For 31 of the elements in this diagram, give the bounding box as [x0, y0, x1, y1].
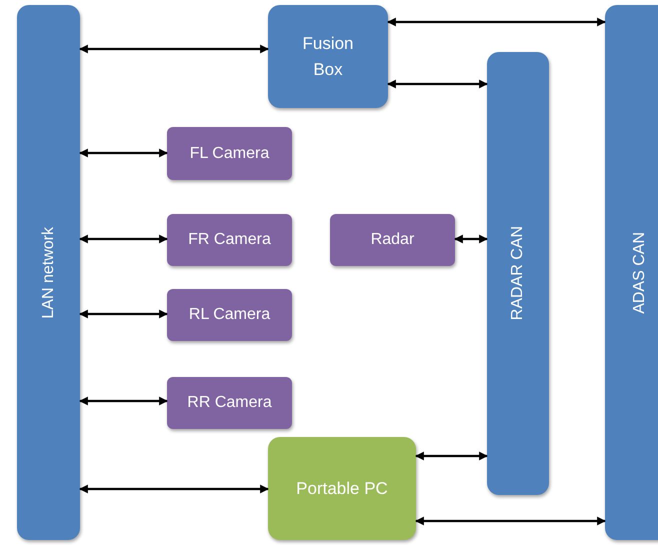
- bus-bar: [605, 5, 658, 540]
- double-arrow: [79, 396, 168, 406]
- double-arrow: [79, 484, 269, 494]
- box-label: RL Camera: [188, 305, 270, 325]
- bus-label: RADAR CAN: [508, 226, 527, 321]
- bus-label: ADAS CAN: [630, 232, 649, 314]
- double-arrow: [79, 310, 168, 318]
- box-label: Radar: [370, 230, 414, 250]
- double-arrow: [387, 80, 488, 88]
- process-box: [268, 437, 416, 540]
- bus-bar: [487, 52, 549, 495]
- double-arrow: [79, 44, 269, 54]
- double-arrow: [79, 148, 168, 158]
- device-box: [167, 377, 292, 429]
- box-label: Portable PC: [296, 478, 388, 500]
- double-arrow: [79, 234, 168, 244]
- box-label: FL Camera: [190, 144, 270, 164]
- box-label: RR Camera: [187, 393, 272, 413]
- device-box: [330, 214, 455, 266]
- process-box: [268, 5, 388, 108]
- double-arrow: [387, 18, 606, 26]
- bus-bar: [17, 5, 80, 540]
- box-label: Fusion Box: [301, 33, 355, 80]
- box-label: FR Camera: [188, 230, 271, 250]
- double-arrow: [415, 452, 488, 460]
- device-box: [167, 127, 292, 180]
- device-box: [167, 214, 292, 266]
- device-box: [167, 289, 292, 341]
- bus-label: LAN network: [38, 226, 58, 318]
- double-arrow: [415, 516, 606, 526]
- double-arrow: [454, 234, 488, 244]
